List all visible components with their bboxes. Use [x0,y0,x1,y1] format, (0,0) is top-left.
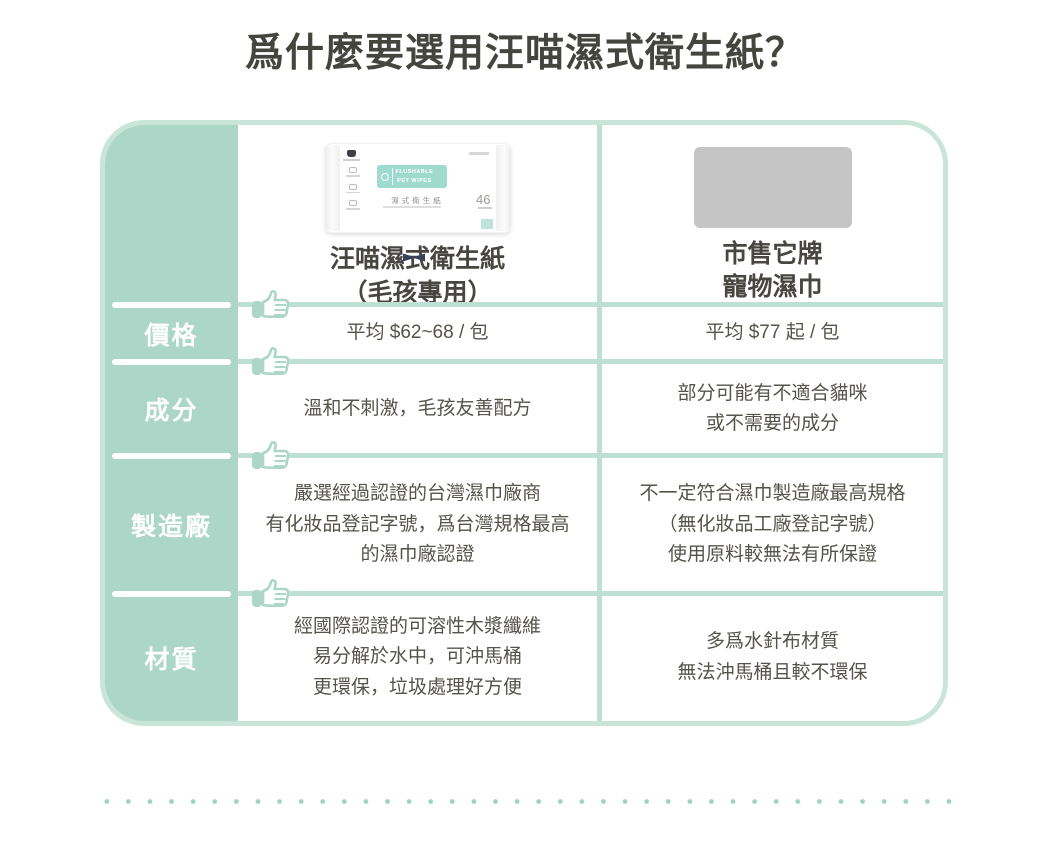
row-divider [238,359,943,364]
other-brand-name: 市售它牌 寵物濕巾 [722,239,823,302]
package-corner-text [468,152,489,155]
label-column: 價格 成分 製造廠 材質 [105,125,238,721]
dotted-divider [94,797,958,804]
feature-mark [345,200,361,210]
band-text: FLUSHABLE PET WIPES [391,168,434,185]
label-header-spacer [105,125,238,305]
thumbs-up-icon [248,341,294,383]
package-mint-band: FLUSHABLE PET WIPES [376,165,447,188]
row-label-manufacturer: 製造廠 [130,513,212,541]
cell-ours-price: 平均 $62~68 / 包 [346,322,489,344]
row-label-price: 價格 [144,321,199,350]
package-feature-marks [345,167,361,210]
label-row-divider [112,359,231,365]
flush-icon [380,172,389,181]
row-label-material: 材質 [144,645,199,674]
column-our-product: FLUSHABLE PET WIPES 濕式衛生紙 46 [238,125,597,721]
thumbs-up-icon [248,435,294,477]
sheet-count: 46 [476,192,491,207]
other-brand-header: 市售它牌 寵物濕巾 [602,125,943,305]
column-other-brand: 市售它牌 寵物濕巾 平均 $77 起 / 包 部分可能有不適合貓咪 或不需要的成… [602,125,943,721]
cell-ours-manufacturer: 嚴選經過認證的台灣濕巾廠商 有化妝品登記字號，爲台灣規格最高 的濕巾廠認證 [265,483,570,566]
row-label-ingredients: 成分 [144,397,199,425]
row-divider [238,591,943,596]
brand-logo-caption [342,159,360,161]
cell-theirs-ingredients: 部分可能有不適合貓咪 或不需要的成分 [677,382,868,434]
brand-logo-icon [346,150,356,157]
package-mint-swatch [480,219,493,229]
label-row-divider [112,453,231,459]
comparison-table: 價格 成分 製造廠 材質 FLUSHABLE PET WIPES 濕式衛生紙 [100,120,948,726]
label-row-divider [112,302,231,308]
cell-ours-material: 經國際認證的可溶性木漿纖維 易分解於水中，可沖馬桶 更環保，垃圾處理好方便 [293,615,541,698]
label-row-divider [112,591,231,597]
feature-mark [345,167,361,177]
package-crinkle-right [495,145,511,231]
page-title: 爲什麼要選用汪喵濕式衛生紙？ [244,32,805,75]
row-divider [238,302,943,307]
column-divider [597,125,602,721]
cell-theirs-material: 多爲水針布材質 無法沖馬桶且較不環保 [677,631,868,683]
sheet-count-unit [477,207,492,209]
wet-wipes-package-image: FLUSHABLE PET WIPES 濕式衛生紙 46 [324,143,511,262]
cell-ours-ingredients: 溫和不刺激，毛孩友善配方 [303,397,532,419]
cell-theirs-manufacturer: 不一定符合濕巾製造廠最高規格 （無化妝品工廠登記字號） 使用原料較無法有所保證 [639,483,906,566]
thumbs-up-icon [248,284,294,326]
ribbon-bow-icon [402,212,425,273]
package-product-name: 濕式衛生紙 [391,196,444,205]
row-divider [238,453,943,458]
feature-mark [345,183,361,193]
thumbs-up-icon [248,573,294,615]
package-subtitle-line [382,206,441,208]
our-product-header: FLUSHABLE PET WIPES 濕式衛生紙 46 [238,125,597,307]
other-brand-placeholder-image [693,147,852,228]
cell-theirs-price: 平均 $77 起 / 包 [705,322,840,344]
package-crinkle-left [324,145,340,231]
